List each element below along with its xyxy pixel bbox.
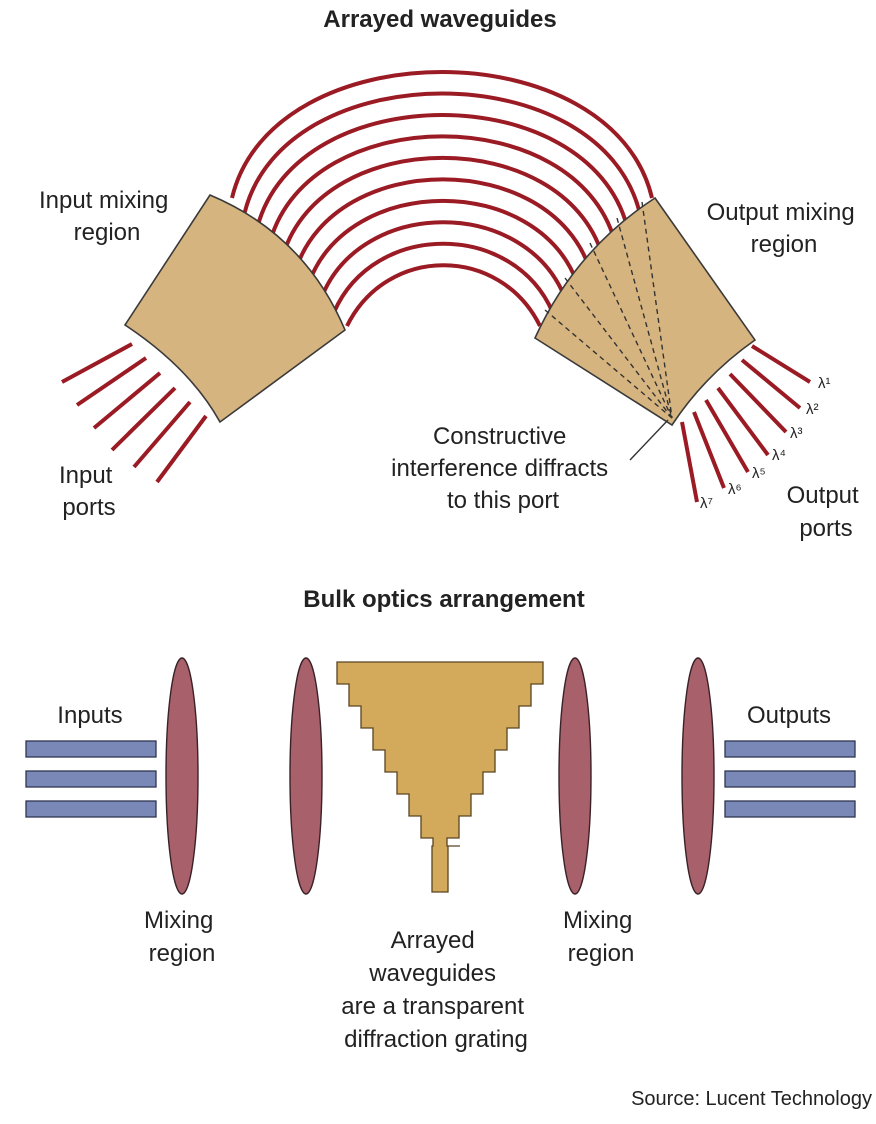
output-port-line [740, 358, 802, 410]
left-mixing-label: Mixing region [144, 907, 220, 967]
output-ports-label: Output ports [787, 482, 866, 542]
output-bar [724, 800, 856, 818]
wavelength-label-5: λ⁵ [752, 465, 766, 482]
outputs-label: Outputs [747, 702, 831, 729]
input-bar [25, 770, 157, 788]
constructive-pointer-line [629, 419, 669, 461]
input-port-line [110, 386, 177, 452]
waveguide-arc [242, 91, 642, 213]
input-port-lines [61, 342, 208, 484]
wavelength-label-2: λ² [806, 401, 819, 418]
output-port-line [704, 398, 750, 474]
waveguide-arc [293, 177, 592, 270]
waveguide-arc [332, 241, 555, 313]
waveguide-arc [281, 156, 605, 256]
wavelength-label-1: λ¹ [818, 375, 831, 392]
input-bars [25, 740, 157, 818]
output-bar [724, 770, 856, 788]
output-port-lines [680, 344, 812, 503]
waveguide-arc [268, 134, 617, 242]
bottom-title: Bulk optics arrangement [303, 586, 584, 613]
input-port-line [75, 356, 148, 407]
waveguide-arcs [230, 70, 654, 327]
waveguide-arc [306, 199, 580, 285]
output-port-line [750, 344, 812, 384]
input-mixing-region [123, 194, 346, 424]
right-mixing-label: Mixing region [563, 907, 639, 967]
input-bar [25, 800, 157, 818]
wavelength-label-4: λ⁴ [772, 447, 786, 464]
input-ports-label: Input ports [59, 462, 119, 521]
input-bar [25, 740, 157, 758]
wavelength-label-7: λ⁷ [700, 495, 713, 512]
wavelength-label-6: λ⁶ [728, 481, 742, 498]
grating-label: Arrayed waveguides are a transparent dif… [341, 927, 530, 1053]
output-mixing-label: Output mixing region [707, 199, 862, 258]
waveguide-arc [230, 70, 654, 199]
output-port-line [716, 386, 770, 457]
waveguide-arc [255, 113, 630, 227]
diffraction-grating [336, 661, 544, 893]
input-port-line [61, 342, 133, 384]
output-port-line [728, 372, 788, 434]
inputs-label: Inputs [57, 702, 122, 729]
waveguide-arc [345, 263, 542, 327]
lens-3 [558, 657, 592, 895]
top-title: Arrayed waveguides [323, 6, 556, 33]
input-port-line [132, 400, 192, 469]
input-port-line [155, 414, 208, 484]
wavelength-label-3: λ³ [790, 425, 803, 442]
output-bars [724, 740, 856, 818]
input-port-line [92, 371, 162, 430]
lens-1 [165, 657, 199, 895]
input-mixing-label: Input mixing region [39, 187, 175, 246]
output-port-line [692, 411, 726, 489]
lens-2 [289, 657, 323, 895]
output-mixing-region [533, 196, 757, 427]
lens-4 [681, 657, 715, 895]
source-credit: Source: Lucent Technology [631, 1088, 872, 1110]
output-bar [724, 740, 856, 758]
constructive-interference-label: Constructive interference diffracts to t… [391, 423, 615, 514]
waveguide-arc [319, 220, 567, 299]
lenses [165, 657, 715, 895]
output-port-line [680, 421, 699, 503]
focus-dashed-lines [544, 201, 673, 419]
